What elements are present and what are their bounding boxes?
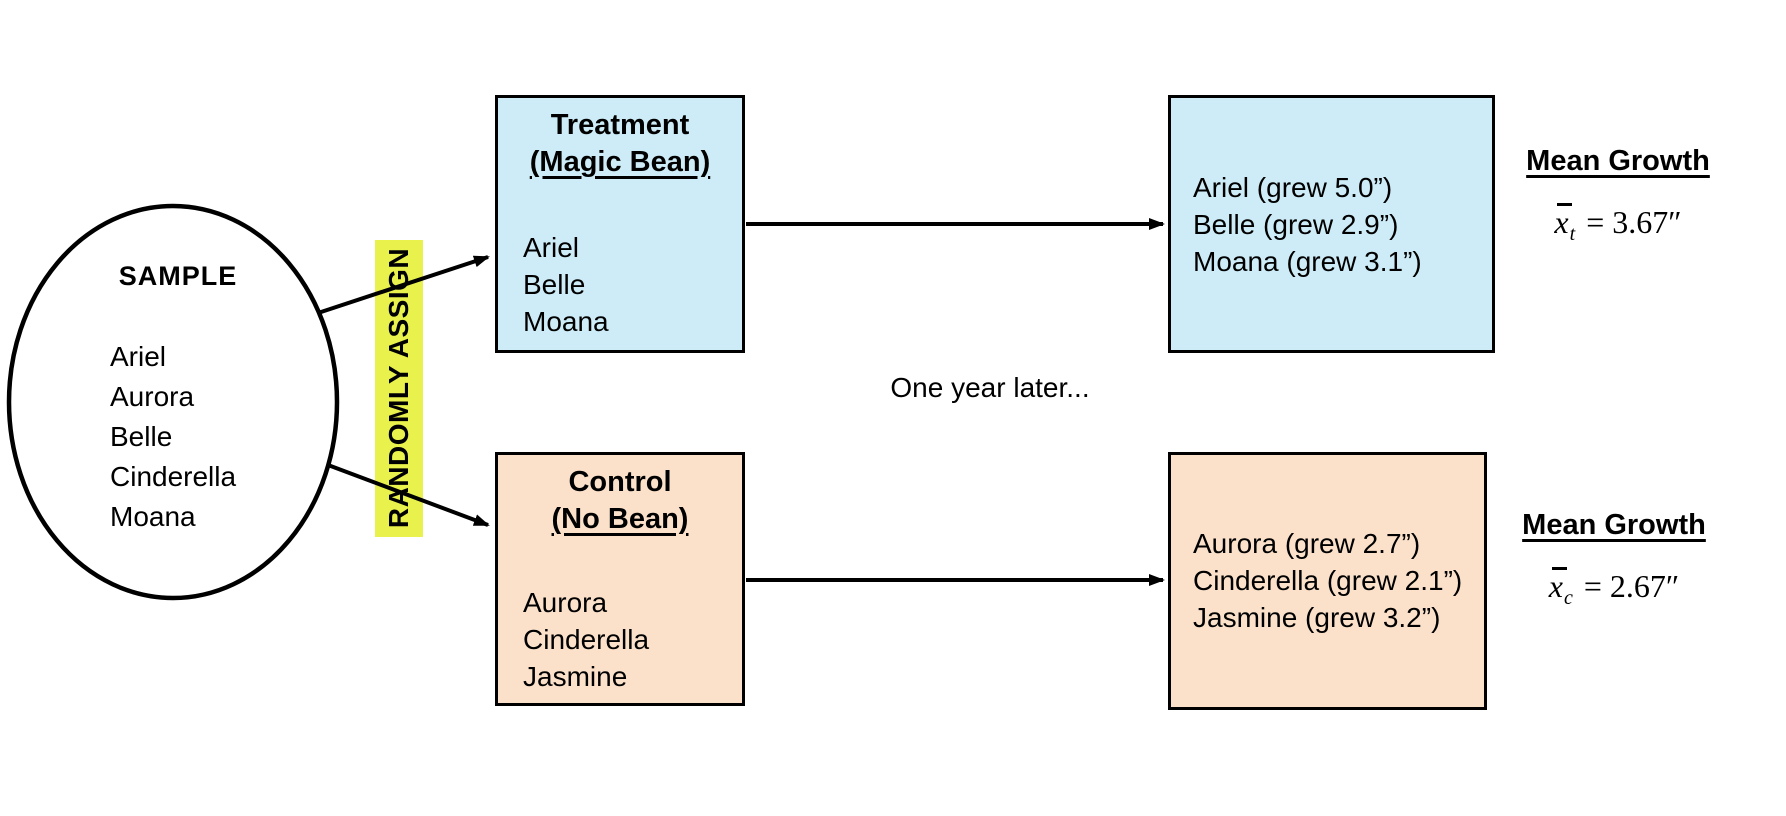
mean-value: = 3.67″ bbox=[1586, 204, 1682, 240]
treatment-member: Belle bbox=[523, 269, 586, 300]
treatment-mean-block: Mean Growth xt = 3.67″ bbox=[1498, 143, 1738, 255]
control-member-list: Aurora Cinderella Jasmine bbox=[523, 584, 649, 695]
control-result-line: Jasmine (grew 3.2”) bbox=[1193, 602, 1441, 633]
control-member: Cinderella bbox=[523, 624, 650, 655]
control-heading: Control (No Bean) bbox=[498, 464, 742, 538]
mean-subscript: t bbox=[1569, 223, 1576, 245]
sample-name: Aurora bbox=[110, 381, 195, 412]
treatment-result-line: Ariel (grew 5.0”) bbox=[1193, 172, 1393, 203]
mean-subscript: c bbox=[1563, 587, 1573, 609]
treatment-results-box: Ariel (grew 5.0”) Belle (grew 2.9”) Moan… bbox=[1168, 95, 1495, 353]
arrow-sample-to-control bbox=[327, 463, 490, 527]
sample-name-list: Ariel Aurora Belle Cinderella Moana bbox=[110, 337, 236, 537]
sample-name: Moana bbox=[110, 501, 196, 532]
sample-title: SAMPLE bbox=[118, 261, 238, 291]
control-results-box: Aurora (grew 2.7”) Cinderella (grew 2.1”… bbox=[1168, 452, 1487, 710]
sample-ellipse bbox=[6, 203, 340, 601]
one-year-later-label: One year later... bbox=[890, 372, 1090, 403]
treatment-box: Treatment (Magic Bean) Ariel Belle Moana bbox=[495, 95, 745, 353]
xbar-symbol: x bbox=[1549, 563, 1568, 607]
sample-name: Cinderella bbox=[110, 461, 237, 492]
control-box: Control (No Bean) Aurora Cinderella Jasm… bbox=[495, 452, 745, 706]
control-subtitle: (No Bean) bbox=[551, 503, 689, 535]
control-mean-heading: Mean Growth bbox=[1522, 509, 1706, 541]
control-mean-formula: xc = 2.67″ bbox=[1494, 563, 1734, 619]
control-result-line: Aurora (grew 2.7”) bbox=[1193, 528, 1421, 559]
control-member: Aurora bbox=[523, 587, 608, 618]
treatment-mean-heading: Mean Growth bbox=[1526, 145, 1710, 177]
treatment-subtitle: (Magic Bean) bbox=[529, 146, 711, 178]
treatment-heading: Treatment (Magic Bean) bbox=[498, 107, 742, 181]
arrow-sample-to-treatment bbox=[317, 255, 490, 315]
treatment-member-list: Ariel Belle Moana bbox=[523, 229, 609, 340]
treatment-result-line: Belle (grew 2.9”) bbox=[1193, 209, 1399, 240]
treatment-result-list: Ariel (grew 5.0”) Belle (grew 2.9”) Moan… bbox=[1193, 169, 1422, 280]
sample-name: Belle bbox=[110, 421, 173, 452]
treatment-result-line: Moana (grew 3.1”) bbox=[1193, 246, 1422, 277]
control-result-list: Aurora (grew 2.7”) Cinderella (grew 2.1”… bbox=[1193, 525, 1462, 636]
control-title: Control bbox=[568, 466, 672, 498]
control-result-line: Cinderella (grew 2.1”) bbox=[1193, 565, 1463, 596]
control-member: Jasmine bbox=[523, 661, 628, 692]
control-mean-block: Mean Growth xc = 2.67″ bbox=[1494, 507, 1734, 619]
randomly-assign-label: RANDOMLY ASSIGN bbox=[383, 247, 414, 529]
treatment-mean-formula: xt = 3.67″ bbox=[1498, 199, 1738, 255]
treatment-member: Moana bbox=[523, 306, 609, 337]
treatment-title: Treatment bbox=[550, 109, 690, 141]
mean-value: = 2.67″ bbox=[1583, 568, 1680, 604]
sample-name: Ariel bbox=[110, 341, 167, 372]
xbar-symbol: x bbox=[1554, 199, 1573, 243]
treatment-member: Ariel bbox=[523, 232, 580, 263]
